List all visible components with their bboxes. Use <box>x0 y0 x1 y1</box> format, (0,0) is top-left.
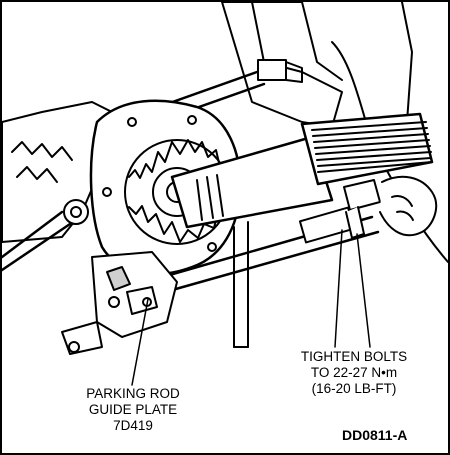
leader-lines <box>131 229 371 386</box>
figure-code: DD0811-A <box>342 427 408 443</box>
parking-rod-guide-plate-callout: PARKING ROD GUIDE PLATE 7D419 <box>60 386 206 434</box>
tighten-bolts-callout: TIGHTEN BOLTS TO 22-27 N•m (16-20 LB-FT) <box>285 349 423 397</box>
parking-line-1: PARKING ROD <box>86 386 180 401</box>
guide-plate-assembly <box>61 251 178 355</box>
left-rod <box>2 210 72 272</box>
tighten-line-2: TO 22-27 N•m <box>310 365 398 380</box>
tighten-line-1: TIGHTEN BOLTS <box>300 349 408 364</box>
tighten-line-3: (16-20 LB-FT) <box>311 381 397 396</box>
parking-line-3: 7D419 <box>113 418 153 433</box>
parking-line-2: GUIDE PLATE <box>88 402 178 417</box>
torque-wrench <box>343 175 438 239</box>
output-shaft <box>170 112 434 229</box>
